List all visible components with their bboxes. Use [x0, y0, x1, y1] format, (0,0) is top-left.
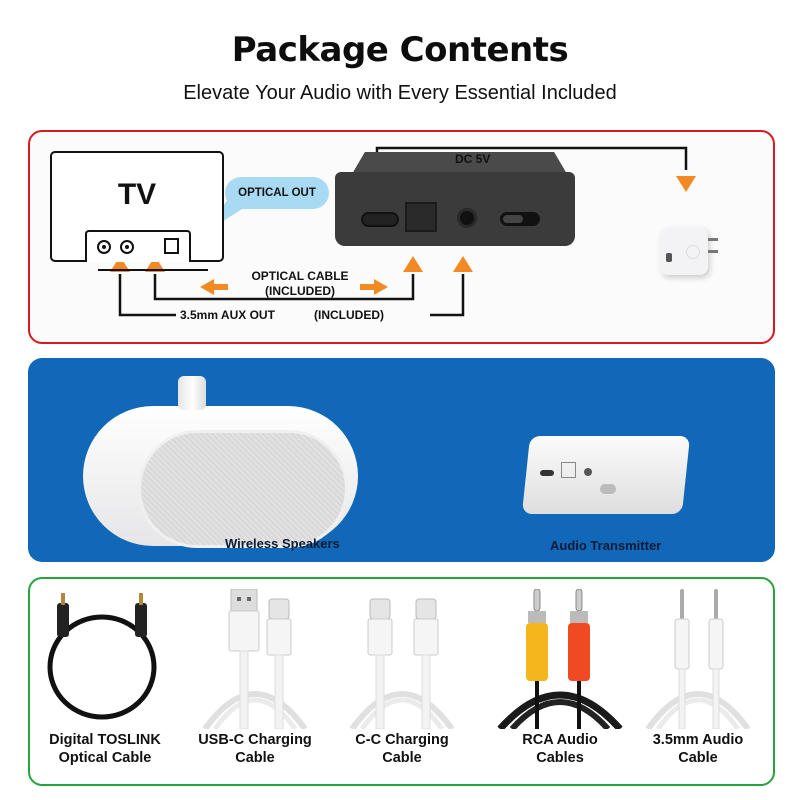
cable-item-3-5mm: 3.5mm Audio Cable: [628, 579, 768, 784]
usb-c-cable-icon: [202, 589, 308, 729]
tv-illustration: TV: [50, 151, 224, 262]
cable-label-line1: Digital TOSLINK: [49, 732, 161, 748]
product-label: Wireless Speakers: [225, 536, 340, 551]
cable-label: C-C Charging Cable: [332, 731, 472, 767]
arrow-left-icon: [200, 279, 214, 295]
cable-label-line2: Cables: [536, 750, 584, 766]
optical-cable-label-line1: OPTICAL CABLE: [251, 269, 349, 283]
volume-knob-icon: [178, 376, 206, 410]
arrow-up-icon: [145, 256, 165, 272]
optical-out-bubble: OPTICAL OUT: [225, 177, 329, 209]
cable-label-line2: Optical Cable: [58, 750, 152, 766]
page-subtitle: Elevate Your Audio with Every Essential …: [183, 82, 617, 104]
cable-item-usb-c: USB-C Charging Cable: [185, 579, 325, 784]
switch-icon: [500, 212, 540, 226]
audio-jack-icon: [457, 208, 477, 228]
usb-port-icon: [666, 253, 672, 262]
arrow-up-icon: [453, 256, 473, 272]
cable-label: Digital TOSLINK Optical Cable: [35, 731, 175, 767]
charger-prong: [708, 250, 718, 253]
aux-cable-icon: [645, 589, 751, 729]
cable-label: USB-C Charging Cable: [185, 731, 325, 767]
optical-cable-label-line2: (INCLUDED): [265, 284, 335, 298]
aux-out-label: 3.5mm AUX OUT: [180, 308, 275, 322]
rca-cable-icon: [497, 589, 623, 729]
cable-label-line1: USB-C Charging: [198, 732, 312, 748]
usb-charger-illustration: [660, 227, 708, 275]
rca-port-icon: [120, 240, 134, 254]
connection-diagram-panel: TV OPTICAL OUT DC 5V OPTICAL CABLE (INCL…: [28, 130, 775, 344]
arrow-down-icon: [676, 176, 696, 192]
cable-item-c-c: C-C Charging Cable: [332, 579, 472, 784]
speaker-grille: [138, 430, 348, 548]
rca-port-icon: [97, 240, 111, 254]
cable-label: 3.5mm Audio Cable: [628, 731, 768, 767]
cables-panel: Digital TOSLINK Optical Cable USB-C Char…: [28, 577, 775, 786]
tv-stand: [98, 269, 208, 271]
toslink-cable-icon: [47, 593, 157, 720]
dc-5v-label: DC 5V: [455, 152, 491, 166]
cable-label-line2: Cable: [235, 750, 275, 766]
aux-cable-line-left: [118, 274, 176, 317]
aux-cable-line-right: [430, 274, 465, 317]
arrow-up-icon: [110, 256, 130, 272]
page-title: Package Contents: [231, 30, 569, 70]
c-c-cable-icon: [349, 598, 455, 729]
toslink-port-icon: [561, 462, 576, 478]
cable-item-toslink: Digital TOSLINK Optical Cable: [35, 579, 175, 784]
charger-prong: [708, 238, 718, 241]
cable-label-line2: Cable: [678, 750, 718, 766]
tv-port-panel: [85, 230, 191, 262]
cable-label-line1: C-C Charging: [355, 732, 449, 748]
audio-jack-icon: [584, 468, 592, 476]
cable-label-line2: Cable: [382, 750, 422, 766]
toslink-port-icon: [405, 202, 437, 232]
switch-icon: [600, 484, 616, 494]
transmitter-top: [352, 152, 567, 174]
products-panel: Wireless Speakers Audio Transmitter: [28, 358, 775, 562]
tv-label: TV: [117, 178, 157, 211]
charger-button: [686, 245, 700, 259]
cable-label-line1: 3.5mm Audio: [652, 732, 744, 748]
arrow-right-icon: [374, 279, 388, 295]
transmitter-illustration: [335, 172, 575, 246]
optical-port-icon: [164, 238, 179, 254]
optical-cable-line: [153, 274, 415, 301]
usb-c-port-icon: [540, 470, 554, 476]
aux-included-label: (INCLUDED): [314, 308, 384, 322]
cable-label: RCA Audio Cables: [490, 731, 630, 767]
arrow-up-icon: [403, 256, 423, 272]
product-label: Audio Transmitter: [550, 538, 662, 553]
usb-c-port-icon: [361, 212, 399, 227]
cable-item-rca: RCA Audio Cables: [490, 579, 630, 784]
optical-cable-label: OPTICAL CABLE (INCLUDED): [240, 269, 360, 299]
cable-label-line1: RCA Audio: [522, 732, 598, 748]
